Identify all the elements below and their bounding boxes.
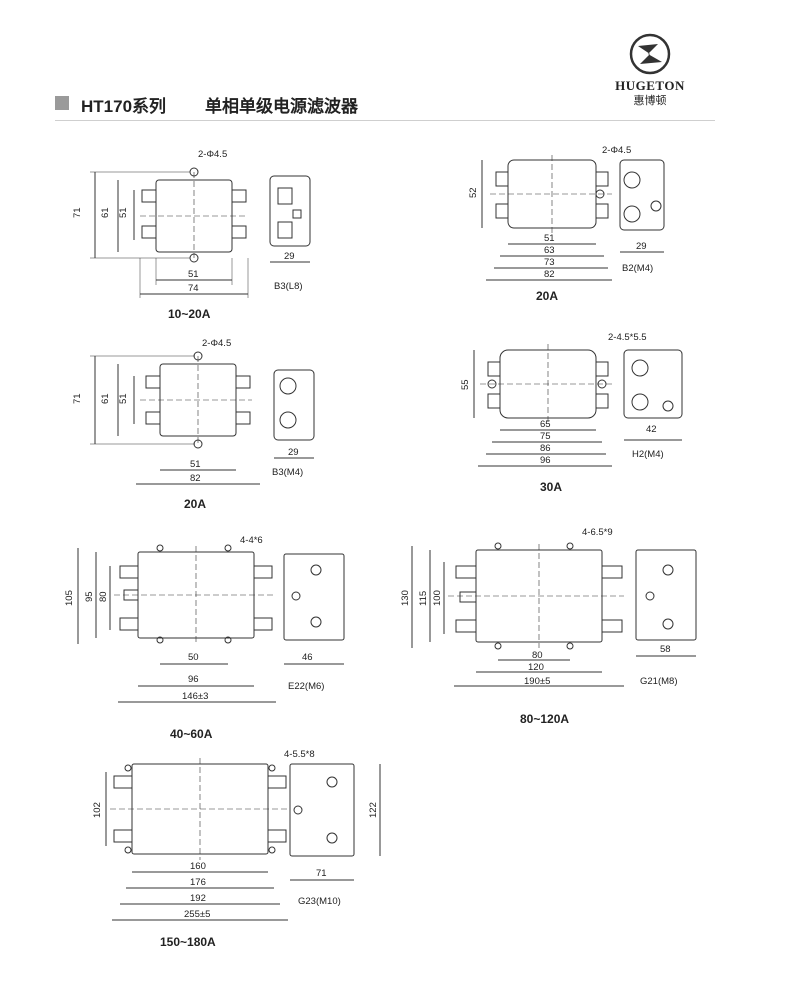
drawing-40-60a <box>77 544 345 703</box>
dim-width: 63 <box>544 245 555 256</box>
dim-width: 96 <box>188 674 199 685</box>
dim-width: 176 <box>190 877 206 888</box>
holes-label: 2-Φ4.5 <box>202 338 231 349</box>
mount-label: B3(M4) <box>272 467 303 478</box>
mount-label: B3(L8) <box>274 281 303 292</box>
dim-height: 95 <box>84 591 95 602</box>
logo-emblem-icon <box>629 33 671 75</box>
header-divider <box>55 120 715 121</box>
mount-label: E22(M6) <box>288 681 324 692</box>
dim-width: 65 <box>540 419 551 430</box>
dim-width: 82 <box>544 269 555 280</box>
dim-width: 120 <box>528 662 544 673</box>
drawing-10-20a <box>90 167 311 298</box>
drawing-150-180a <box>105 758 381 921</box>
holes-label: 4-5.5*8 <box>284 749 315 760</box>
filter-body-side <box>289 763 355 857</box>
dim-height: 71 <box>72 393 83 404</box>
dim-height: 55 <box>460 379 471 390</box>
filter-body-side <box>273 369 315 441</box>
brand-name: HUGETON <box>615 78 685 93</box>
holes-label: 4-4*6 <box>240 535 263 546</box>
dim-height: 80 <box>98 591 109 602</box>
dim-height: 100 <box>432 590 443 606</box>
drawing-30a <box>473 344 683 467</box>
dim-height: 51 <box>118 393 129 404</box>
drawing-caption: 10~20A <box>168 307 211 321</box>
holes-label: 2-4.5*5.5 <box>608 332 647 343</box>
dim-depth: 71 <box>316 868 327 879</box>
drawing-caption: 80~120A <box>520 712 569 726</box>
dim-width: 82 <box>190 473 201 484</box>
dim-height: 71 <box>72 207 83 218</box>
series-subtitle: 单相单级电源滤波器 <box>205 97 358 116</box>
dim-width: 86 <box>540 443 551 454</box>
dim-width: 74 <box>188 283 199 294</box>
dim-width: 160 <box>190 861 206 872</box>
dim-width: 255±5 <box>184 909 210 920</box>
series-title: HT170系列 <box>81 97 167 116</box>
drawing-caption: 20A <box>536 289 558 303</box>
dim-width: 73 <box>544 257 555 268</box>
filter-body-side <box>619 159 665 231</box>
dim-height: 102 <box>92 802 103 818</box>
drawing-80-120a <box>411 542 697 687</box>
dim-height: 52 <box>468 187 479 198</box>
holes-label: 2-Φ4.5 <box>198 149 227 160</box>
dim-depth: 29 <box>636 241 647 252</box>
dim-height: 51 <box>118 207 129 218</box>
mount-label: B2(M4) <box>622 263 653 274</box>
mount-hole <box>595 189 605 199</box>
dim-depth: 29 <box>284 251 295 262</box>
dim-width: 192 <box>190 893 206 904</box>
dim-height: 61 <box>100 393 111 404</box>
dim-width: 146±3 <box>182 691 208 702</box>
drawing-caption: 150~180A <box>160 935 216 949</box>
page-header: HT170系列 单相单级电源滤波器 <box>55 92 735 121</box>
dim-depth: 42 <box>646 424 657 435</box>
dim-width: 51 <box>190 459 201 470</box>
dim-width: 80 <box>532 650 543 661</box>
drawing-caption: 40~60A <box>170 727 213 741</box>
dim-height: 105 <box>64 590 75 606</box>
filter-body-side <box>283 553 345 641</box>
dim-width: 51 <box>188 269 199 280</box>
header-marker <box>55 96 69 110</box>
dim-depth: 29 <box>288 447 299 458</box>
mount-label: G23(M10) <box>298 896 341 907</box>
dim-width: 50 <box>188 652 199 663</box>
holes-label: 2-Φ4.5 <box>602 145 631 156</box>
drawing-20a-b3 <box>90 351 315 485</box>
dim-depth: 46 <box>302 652 313 663</box>
drawing-caption: 20A <box>184 497 206 511</box>
filter-body-side <box>269 175 311 247</box>
dim-height: 61 <box>100 207 111 218</box>
dim-height: 115 <box>418 591 429 606</box>
dim-width: 190±5 <box>524 676 550 687</box>
drawing-caption: 30A <box>540 480 562 494</box>
mount-label: H2(M4) <box>632 449 664 460</box>
holes-label: 4-6.5*9 <box>582 527 613 538</box>
brand-logo: HUGETON 惠博顿 <box>590 30 710 107</box>
dim-width: 96 <box>540 455 551 466</box>
dim-width: 51 <box>544 233 555 244</box>
drawing-20a-b2 <box>481 155 665 281</box>
brand-name-cn: 惠博顿 <box>633 95 667 107</box>
dim-depth: 58 <box>660 644 671 655</box>
dim-height: 130 <box>400 590 411 606</box>
dim-side-height: 122 <box>368 802 379 818</box>
dim-width: 75 <box>540 431 551 442</box>
filter-body-side <box>623 349 683 419</box>
mount-label: G21(M8) <box>640 676 677 687</box>
filter-body-side <box>635 549 697 641</box>
